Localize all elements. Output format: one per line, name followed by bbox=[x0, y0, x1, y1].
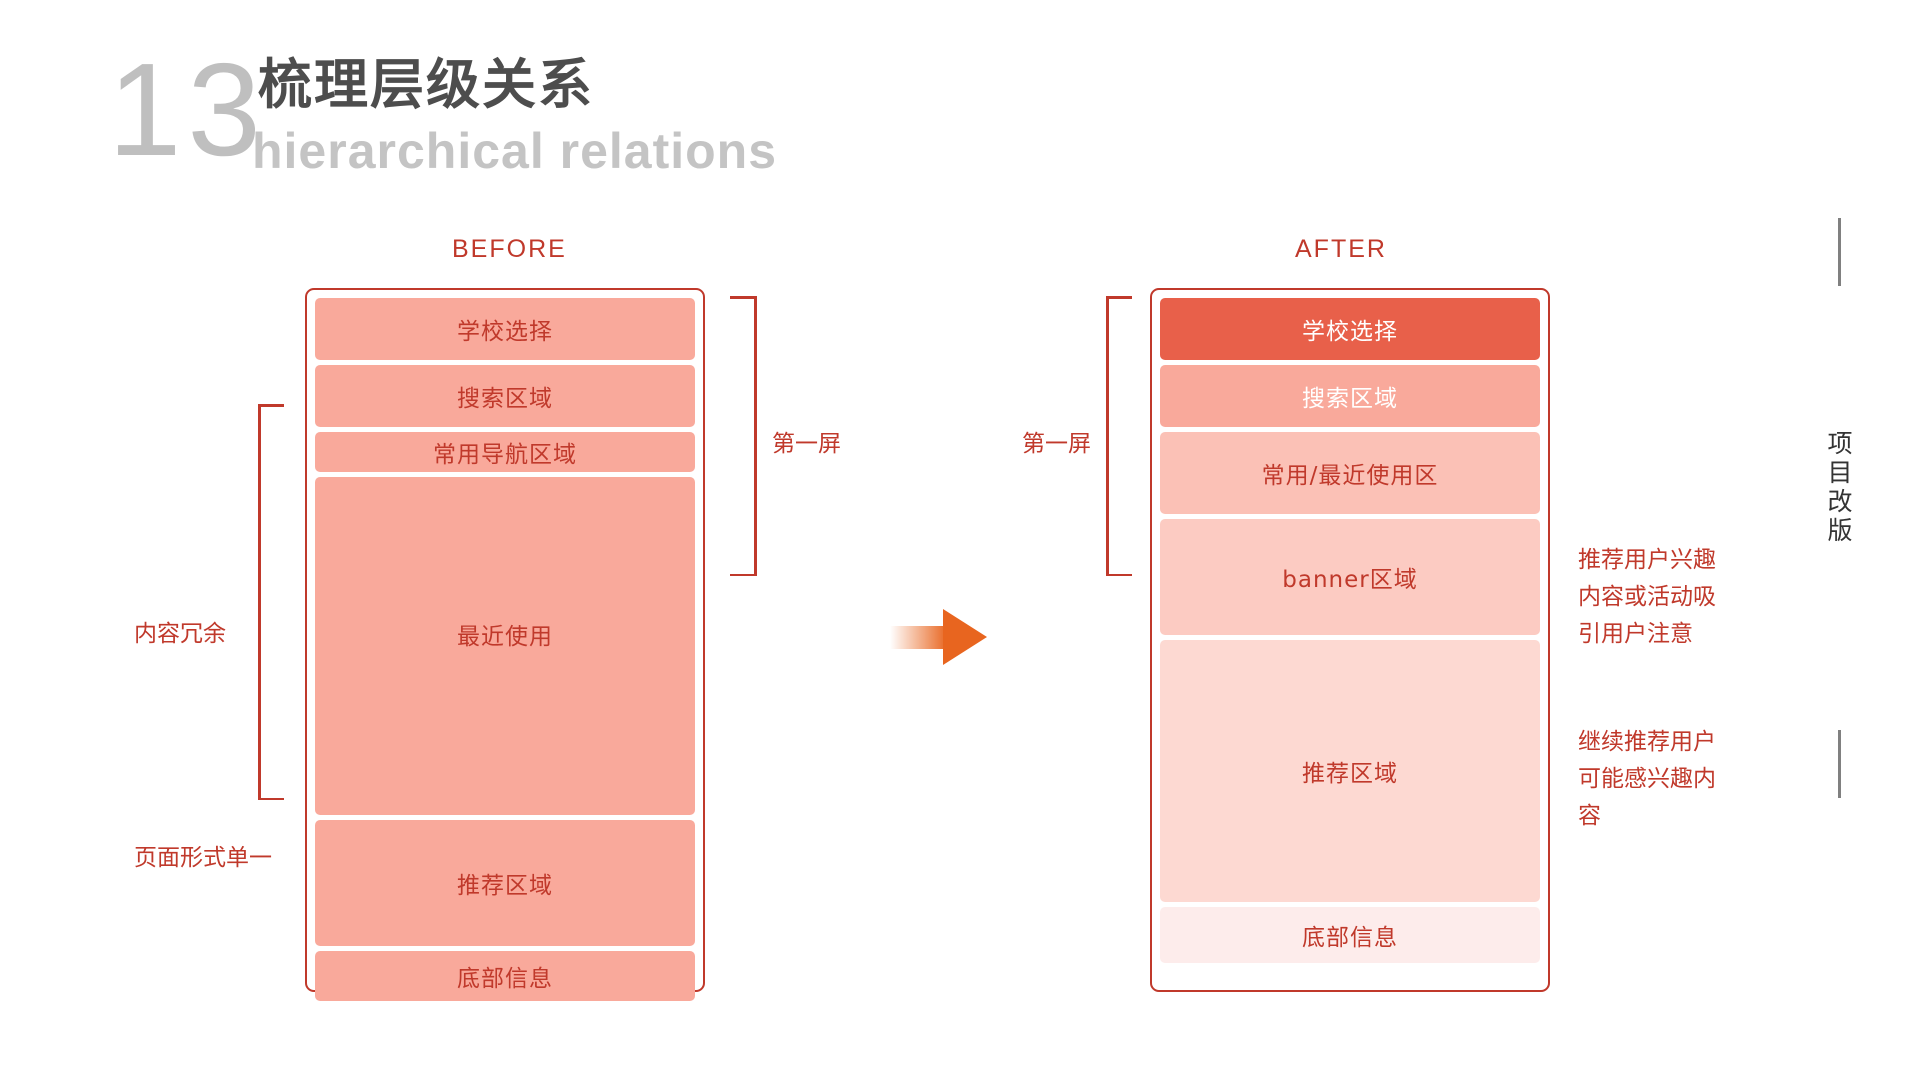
bracket-top-arm bbox=[1106, 296, 1132, 299]
slide-number: 13 bbox=[108, 36, 267, 183]
before-caption: BEFORE bbox=[452, 235, 567, 263]
after-banner-note: 推荐用户兴趣内容或活动吸引用户注意 bbox=[1578, 547, 1716, 647]
before-wireframe: 学校选择 搜索区域 常用导航区域 最近使用 推荐区域 底部信息 bbox=[305, 288, 705, 1001]
bracket-bottom-arm bbox=[730, 573, 756, 576]
after-recommend-note: 继续推荐用户可能感兴趣内容 bbox=[1578, 729, 1716, 829]
bracket-stem bbox=[754, 296, 757, 576]
before-content-redundant-label: 内容冗余 bbox=[134, 621, 226, 647]
after-block-banner: banner区域 bbox=[1160, 519, 1540, 635]
before-block-search: 搜索区域 bbox=[315, 365, 695, 427]
before-content-redundant-bracket bbox=[258, 404, 284, 800]
rail-divider-bottom bbox=[1838, 730, 1841, 798]
after-wireframe: 学校选择 搜索区域 常用/最近使用区 banner区域 推荐区域 底部信息 bbox=[1150, 288, 1550, 992]
before-block-nav: 常用导航区域 bbox=[315, 432, 695, 472]
bracket-stem bbox=[258, 404, 261, 800]
before-block-school: 学校选择 bbox=[315, 298, 695, 360]
after-block-recent: 常用/最近使用区 bbox=[1160, 432, 1540, 514]
before-block-footer: 底部信息 bbox=[315, 951, 695, 1001]
after-block-recommend: 推荐区域 bbox=[1160, 640, 1540, 902]
rail-divider-top bbox=[1838, 218, 1841, 286]
rail-vertical-label: 项目改版 bbox=[1824, 430, 1853, 546]
before-first-screen-bracket bbox=[730, 296, 757, 576]
before-block-recommend: 推荐区域 bbox=[315, 820, 695, 946]
page-title-cn: 梳理层级关系 bbox=[258, 53, 594, 116]
before-form-monotonous-label: 页面形式单一 bbox=[134, 845, 272, 871]
before-first-screen-label: 第一屏 bbox=[772, 431, 841, 457]
bracket-stem bbox=[1106, 296, 1109, 576]
transition-arrow-icon bbox=[890, 606, 990, 668]
bracket-top-arm bbox=[258, 404, 284, 407]
before-block-recent: 最近使用 bbox=[315, 477, 695, 815]
after-block-school: 学校选择 bbox=[1160, 298, 1540, 360]
page-title-en: hierarchical relations bbox=[252, 123, 778, 179]
after-first-screen-label: 第一屏 bbox=[1022, 431, 1091, 457]
after-block-footer: 底部信息 bbox=[1160, 907, 1540, 963]
after-first-screen-bracket bbox=[1106, 296, 1132, 576]
after-caption: AFTER bbox=[1295, 235, 1387, 263]
bracket-bottom-arm bbox=[258, 797, 284, 800]
bracket-bottom-arm bbox=[1106, 573, 1132, 576]
bracket-top-arm bbox=[730, 296, 756, 299]
after-block-search: 搜索区域 bbox=[1160, 365, 1540, 427]
